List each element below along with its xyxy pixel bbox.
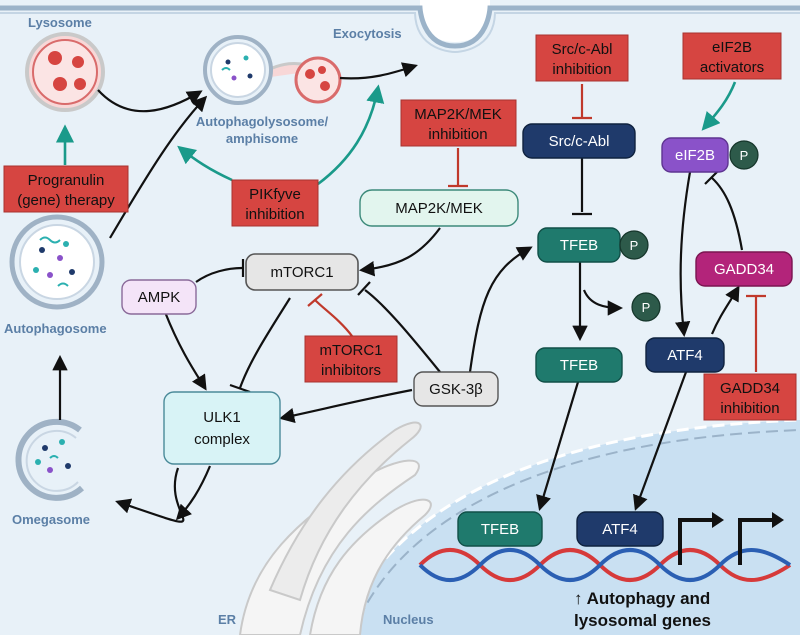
inhibit-ampk-mtorc1 — [195, 266, 243, 283]
gadd34-inhibition-box: GADD34 inhibition — [703, 373, 797, 421]
svg-text:TFEB: TFEB — [481, 521, 519, 538]
dna-helix — [418, 548, 792, 582]
svg-text:ATF4: ATF4 — [667, 347, 703, 364]
arrow-autophagosome-to-autophagolysosome — [109, 95, 208, 239]
svg-text:mTORC1: mTORC1 — [319, 342, 382, 359]
er-label: ER — [218, 612, 237, 627]
eif2b-activators-box: eIF2B activators — [682, 32, 782, 80]
arrow-ampk-to-ulk1 — [163, 311, 207, 391]
svg-text:TFEB: TFEB — [560, 237, 598, 254]
arrow-gsk3b-to-tfeb — [468, 246, 533, 373]
mtorc1-inhibitors-box: mTORC1 inhibitors — [304, 335, 398, 383]
gadd34-node: GADD34 — [695, 251, 793, 287]
arrow-atf4-to-gadd34 — [710, 285, 740, 335]
autophagolysosome-icon — [203, 35, 342, 105]
ampk-node: AMPK — [121, 279, 197, 315]
svg-text:inhibition: inhibition — [720, 400, 779, 417]
svg-text:eIF2B: eIF2B — [712, 39, 752, 56]
arrow-ulk1-to-er — [175, 465, 212, 521]
mek-inhibition-box: MAP2K/MEK inhibition — [400, 99, 517, 147]
svg-text:P: P — [740, 148, 749, 163]
svg-text:Src/c-Abl: Src/c-Abl — [549, 133, 610, 150]
gsk3b-node: GSK-3β — [413, 371, 499, 407]
omegasome-icon — [15, 418, 85, 501]
autophagolysosome-label-2: amphisome — [226, 131, 298, 146]
svg-text:MAP2K/MEK: MAP2K/MEK — [414, 106, 502, 123]
atf4-nucleus-node: ATF4 — [576, 511, 664, 547]
inhibit-gsk3b-mtorc1 — [364, 289, 441, 373]
pikfyve-inhibition-box: PIKfyve inhibition — [231, 179, 319, 227]
autophagosome-icon — [9, 214, 105, 310]
src-node: Src/c-Abl — [522, 123, 636, 159]
arrow-eif2b-activators-to-eif2b — [701, 81, 737, 131]
nucleus-label: Nucleus — [383, 612, 434, 627]
svg-text:P: P — [642, 300, 651, 315]
phospho-p1: P — [619, 230, 649, 260]
svg-text:MAP2K/MEK: MAP2K/MEK — [395, 200, 483, 217]
src-inhibition-box: Src/c-Abl inhibition — [535, 34, 629, 82]
svg-text:Progranulin: Progranulin — [28, 172, 105, 189]
autophagolysosome-label-1: Autophagolysosome/ — [196, 114, 329, 129]
arrow-mek-to-mtorc1 — [358, 227, 441, 277]
svg-text:inhibitors: inhibitors — [321, 362, 381, 379]
genes-label-1: ↑ Autophagy and — [574, 589, 710, 608]
omegasome-label: Omegasome — [12, 512, 90, 527]
svg-text:activators: activators — [700, 59, 764, 76]
phospho-p2: P — [631, 292, 661, 322]
lysosome-icon — [25, 32, 105, 112]
inhibit-gadd34-eif2b — [711, 177, 744, 251]
inhibit-mtorc1-ulk1 — [238, 297, 291, 389]
inhibit-mtorc1-drug — [314, 299, 353, 337]
svg-text:complex: complex — [194, 431, 250, 448]
lysosome-label: Lysosome — [28, 15, 92, 30]
svg-text:inhibition: inhibition — [428, 126, 487, 143]
svg-text:Src/c-Abl: Src/c-Abl — [552, 41, 613, 58]
ulk1-complex-node: ULK1 complex — [163, 391, 281, 465]
svg-text:P: P — [630, 238, 639, 253]
arrow-tfeb-mid-to-tfeb-nuc — [536, 381, 580, 511]
svg-text:AMPK: AMPK — [138, 289, 181, 306]
arrow-tfeb-to-p — [582, 289, 624, 316]
eif2b-node: eIF2B — [661, 137, 729, 173]
svg-text:mTORC1: mTORC1 — [270, 264, 333, 281]
arrow-atf4-to-atf4-nuc — [633, 371, 688, 511]
tfeb-nucleus-node: TFEB — [457, 511, 543, 547]
arrow-pikfyve-to-exocytosis — [317, 84, 385, 186]
svg-text:inhibition: inhibition — [552, 61, 611, 78]
tfeb-cytoplasm-node: TFEB — [537, 227, 621, 263]
phospho-p3: P — [729, 140, 759, 170]
exocytosis-label: Exocytosis — [333, 26, 402, 41]
arrow-eif2b-to-atf4 — [674, 171, 692, 338]
arrow-gsk3b-to-ulk1 — [278, 388, 413, 423]
tfeb-mid-node: TFEB — [535, 347, 623, 383]
mek-node: MAP2K/MEK — [359, 189, 519, 227]
svg-text:eIF2B: eIF2B — [675, 147, 715, 164]
arrow-autophagolysosome-to-exocytosis — [339, 62, 418, 80]
genes-label-2: lysosomal genes — [574, 611, 711, 630]
progranulin-therapy-box: Progranulin (gene) therapy — [3, 165, 129, 213]
plasma-membrane — [0, 5, 800, 49]
mtorc1-node: mTORC1 — [245, 253, 359, 291]
svg-text:ULK1: ULK1 — [203, 409, 241, 426]
arrow-lysosome-to-autophagolysosome — [97, 89, 203, 113]
svg-text:GADD34: GADD34 — [720, 380, 780, 397]
gene-promoter-arrows — [678, 518, 775, 565]
svg-text:PIKfyve: PIKfyve — [249, 186, 301, 203]
er-structure — [238, 421, 432, 636]
svg-text:GADD34: GADD34 — [714, 261, 774, 278]
svg-text:inhibition: inhibition — [245, 206, 304, 223]
svg-text:ATF4: ATF4 — [602, 521, 638, 538]
svg-text:TFEB: TFEB — [560, 357, 598, 374]
atf4-cytoplasm-node: ATF4 — [645, 337, 725, 373]
svg-text:GSK-3β: GSK-3β — [429, 381, 483, 398]
autophagosome-label: Autophagosome — [4, 321, 107, 336]
svg-text:(gene) therapy: (gene) therapy — [17, 192, 115, 209]
arrow-pikfyve-to-autophagolysosome — [177, 145, 233, 182]
